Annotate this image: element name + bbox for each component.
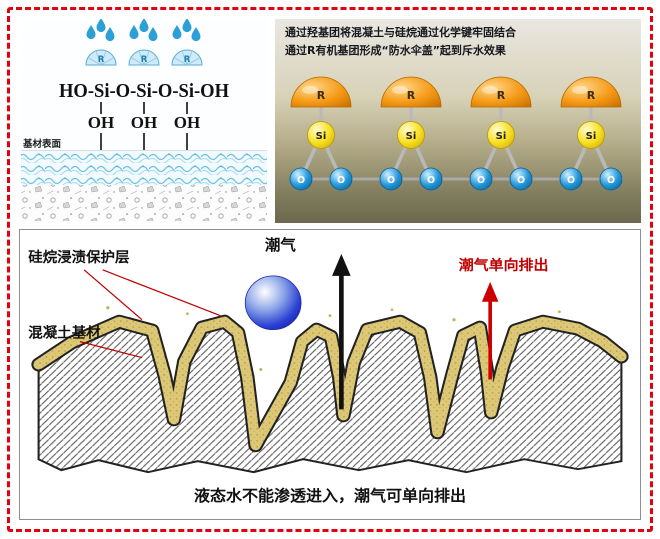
o-label: O — [477, 175, 485, 186]
si-label: Si — [586, 131, 597, 142]
si-spheres: Si Si Si Si — [307, 121, 605, 149]
oh-surface-bond-lines — [100, 133, 188, 150]
o-label: O — [517, 175, 525, 186]
one-way-discharge-label: 潮气单向排出 — [459, 256, 549, 274]
si-oh-bond-lines — [100, 102, 188, 114]
concrete-substrate-label: 混凝土基材 — [28, 324, 100, 342]
oh-label: OH — [174, 113, 200, 132]
o-label: O — [297, 175, 305, 186]
si-label: Si — [316, 131, 327, 142]
o-label: O — [567, 175, 575, 186]
sand-grains — [80, 306, 561, 372]
silanol-formula-text: HO-Si-O-Si-O-Si-OH — [59, 80, 229, 102]
r-dome-label: R — [317, 89, 326, 102]
moisture-up-arrow — [332, 253, 351, 410]
r-dome-label: R — [407, 89, 416, 102]
r-group-label: R — [98, 55, 105, 65]
water-droplet-sphere — [244, 275, 302, 331]
bottom-caption: 液态水不能渗透进入，潮气可单向排出 — [194, 486, 466, 505]
silane-layer-label: 硅烷浸渍保护层 — [28, 248, 129, 266]
o-label: O — [387, 175, 395, 186]
r-domes: R R R R — [290, 76, 622, 108]
r-group-label: R — [141, 55, 148, 65]
r-dome-label: R — [587, 89, 596, 102]
si-label: Si — [496, 131, 507, 142]
layer-leader-lines — [83, 269, 221, 321]
cross-section-diagram: 硅烷浸渍保护层 混凝土基材 潮气 潮气单向排出 液态水不能渗透进入，潮气可单向排… — [28, 236, 629, 505]
dashed-red-border-frame: R R R HO-Si-O-Si-O-Si-OH OH OH OH — [7, 7, 653, 532]
oh-group-labels: OH OH OH — [88, 113, 200, 132]
molecular-network-diagram: 通过羟基团将混凝土与硅烷通过化学键牢固结合 通过R有机基团形成“防水伞盖”起到斥… — [275, 19, 641, 223]
oh-label: OH — [131, 113, 157, 132]
substrate-texture — [21, 150, 267, 221]
substrate-surface-label: 基材表面 — [22, 138, 62, 150]
oh-label: OH — [88, 113, 114, 132]
panel-silanol-bonding: R R R HO-Si-O-Si-O-Si-OH OH OH OH — [19, 19, 269, 223]
panel-molecular-network: 通过羟基团将混凝土与硅烷通过化学键牢固结合 通过R有机基团形成“防水伞盖”起到斥… — [275, 19, 641, 223]
one-way-up-arrow — [481, 281, 499, 380]
o-spheres: O O O O O O O O — [289, 167, 623, 191]
silane-layer — [33, 316, 627, 451]
r-dome-label: R — [497, 89, 506, 102]
substrate-leader-line — [79, 341, 143, 359]
moisture-label: 潮气 — [265, 236, 296, 254]
o-label: O — [337, 175, 345, 186]
panel-cross-section: 硅烷浸渍保护层 混凝土基材 潮气 潮气单向排出 液态水不能渗透进入，潮气可单向排… — [19, 229, 641, 520]
rain-drops-icon — [86, 19, 201, 42]
r-group-label: R — [184, 55, 191, 65]
caption-line1: 通过羟基团将混凝土与硅烷通过化学键牢固结合 — [285, 25, 517, 39]
top-row: R R R HO-Si-O-Si-O-Si-OH OH OH OH — [19, 19, 641, 223]
si-label: Si — [406, 131, 417, 142]
silanol-diagram: R R R HO-Si-O-Si-O-Si-OH OH OH OH — [21, 19, 267, 221]
r-umbrella-icons: R R R — [85, 49, 203, 66]
caption-line2: 通过R有机基团形成“防水伞盖”起到斥水效果 — [285, 43, 506, 57]
o-label: O — [427, 175, 435, 186]
o-label: O — [607, 175, 615, 186]
